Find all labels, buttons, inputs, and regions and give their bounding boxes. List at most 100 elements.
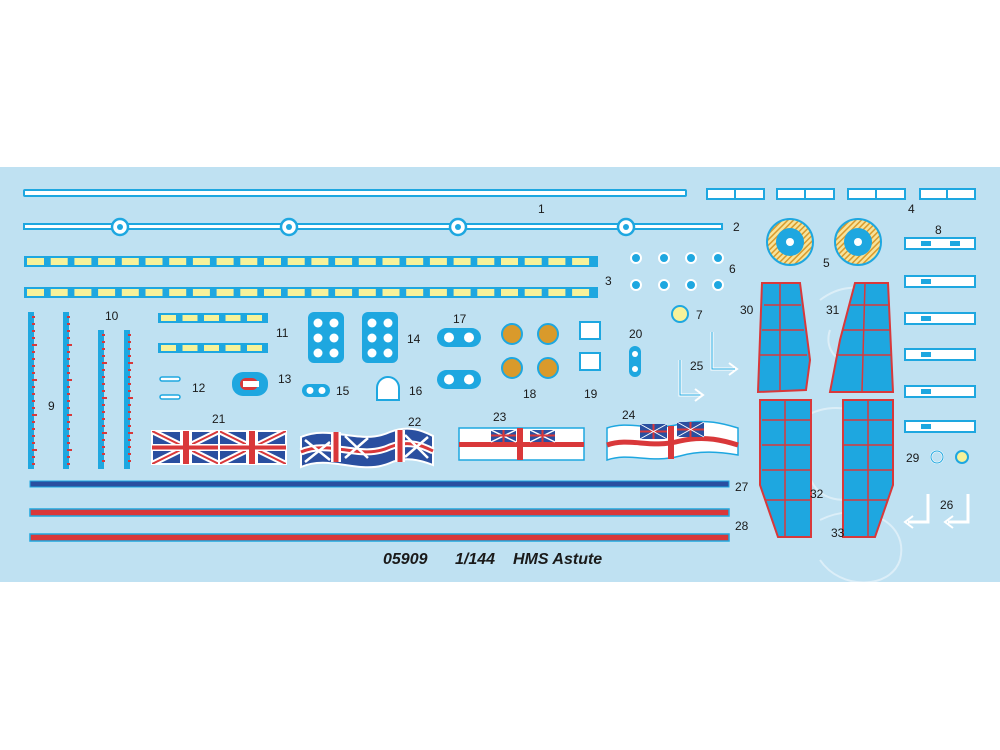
draught-tick xyxy=(32,344,37,346)
strip-dash xyxy=(204,315,219,321)
decal-18-orange-dots xyxy=(501,323,559,379)
draught-tick xyxy=(32,386,35,388)
draught-tick xyxy=(128,418,131,420)
decal-3-walkway-strips xyxy=(24,256,598,298)
draught-tick xyxy=(102,453,105,455)
decal-13-hatch-marker xyxy=(232,372,268,396)
walkway-dash xyxy=(145,289,163,296)
decal-12-small-bars xyxy=(159,376,181,400)
draught-tick xyxy=(67,428,70,430)
draught-tick xyxy=(32,351,35,353)
draught-tick xyxy=(32,393,35,395)
draught-tick xyxy=(67,463,70,465)
draught-tick xyxy=(32,316,35,318)
draught-tick xyxy=(32,421,35,423)
walkway-dash xyxy=(264,289,281,296)
label-31: 31 xyxy=(826,303,840,317)
label-24: 24 xyxy=(622,408,636,422)
label-7: 7 xyxy=(696,308,703,322)
walkway-dash xyxy=(548,289,566,296)
draught-tick xyxy=(102,341,105,343)
label-4: 4 xyxy=(908,202,915,216)
walkway-dash xyxy=(50,258,68,265)
walkway-dash xyxy=(335,258,353,265)
walkway-dash xyxy=(216,289,234,296)
draught-tick xyxy=(67,316,70,318)
draught-tick xyxy=(102,446,105,448)
draught-tick xyxy=(128,390,131,392)
flag-24-white-ensign-waving xyxy=(606,420,739,462)
strip-dash xyxy=(225,345,241,351)
walkway-dash xyxy=(192,289,210,296)
draught-tick xyxy=(128,425,131,427)
decal-27-blue-stripe xyxy=(29,480,730,488)
decal-28-red-stripe-b xyxy=(29,533,730,542)
label-28: 28 xyxy=(735,519,749,533)
draught-tick xyxy=(32,358,35,360)
strip-dash xyxy=(204,345,219,351)
draught-tick xyxy=(128,362,133,364)
label-22: 22 xyxy=(408,415,422,429)
label-1: 1 xyxy=(538,202,545,216)
walkway-dash xyxy=(548,258,566,265)
draught-tick xyxy=(128,453,131,455)
draught-tick xyxy=(102,348,105,350)
label-19: 19 xyxy=(584,387,598,401)
walkway-dash xyxy=(240,258,258,265)
label-10: 10 xyxy=(105,309,119,323)
draught-tick xyxy=(128,439,131,441)
walkway-dash xyxy=(216,258,234,265)
walkway-dash xyxy=(240,289,258,296)
draught-tick xyxy=(128,404,131,406)
draught-tick xyxy=(102,439,105,441)
label-8: 8 xyxy=(935,223,942,237)
walkway-dash xyxy=(406,289,424,296)
draught-tick xyxy=(128,383,131,385)
walkway-dash xyxy=(453,289,471,296)
draught-tick xyxy=(102,411,105,413)
draught-tick xyxy=(67,421,70,423)
draught-tick xyxy=(128,334,131,336)
decal-4-markers xyxy=(706,188,976,200)
model-name: HMS Astute xyxy=(513,551,602,568)
draught-tick xyxy=(102,432,107,434)
walkway-dash xyxy=(121,289,139,296)
draught-tick xyxy=(67,400,70,402)
walkway-dash xyxy=(429,258,447,265)
draught-tick xyxy=(128,460,131,462)
decal-25-arrows-outline xyxy=(679,332,735,396)
draught-tick xyxy=(128,446,131,448)
walkway-dash xyxy=(98,289,116,296)
label-5: 5 xyxy=(823,256,830,270)
strip-dash xyxy=(247,315,262,321)
walkway-dash xyxy=(477,258,495,265)
draught-tick xyxy=(102,334,105,336)
strip-dash xyxy=(161,345,176,351)
walkway-dash xyxy=(311,289,329,296)
label-33: 33 xyxy=(831,526,845,540)
decal-7-yellow-dot xyxy=(671,305,689,323)
decal-20-vertical-pill xyxy=(629,346,641,377)
draught-tick xyxy=(67,344,72,346)
walkway-dash xyxy=(192,258,210,265)
walkway-dash xyxy=(98,258,116,265)
walkway-dash xyxy=(335,289,353,296)
decal-15-pill xyxy=(302,384,330,397)
label-12: 12 xyxy=(192,381,206,395)
draught-tick xyxy=(67,337,70,339)
flag-21-union-jack xyxy=(151,430,287,465)
label-14: 14 xyxy=(407,332,421,346)
draught-tick xyxy=(102,404,105,406)
draught-tick xyxy=(67,449,72,451)
decal-9-10-draught-marks xyxy=(28,312,133,469)
decal-5-hatch-discs xyxy=(766,218,882,266)
walkway-dash xyxy=(264,258,281,265)
draught-tick xyxy=(32,428,35,430)
draught-tick xyxy=(67,365,70,367)
decal-30-fin-panel xyxy=(756,282,812,394)
draught-tick xyxy=(32,330,35,332)
draught-tick xyxy=(67,407,70,409)
draught-tick xyxy=(102,355,105,357)
scale-label: 1/144 xyxy=(455,551,495,568)
decal-19-squares xyxy=(579,321,601,371)
